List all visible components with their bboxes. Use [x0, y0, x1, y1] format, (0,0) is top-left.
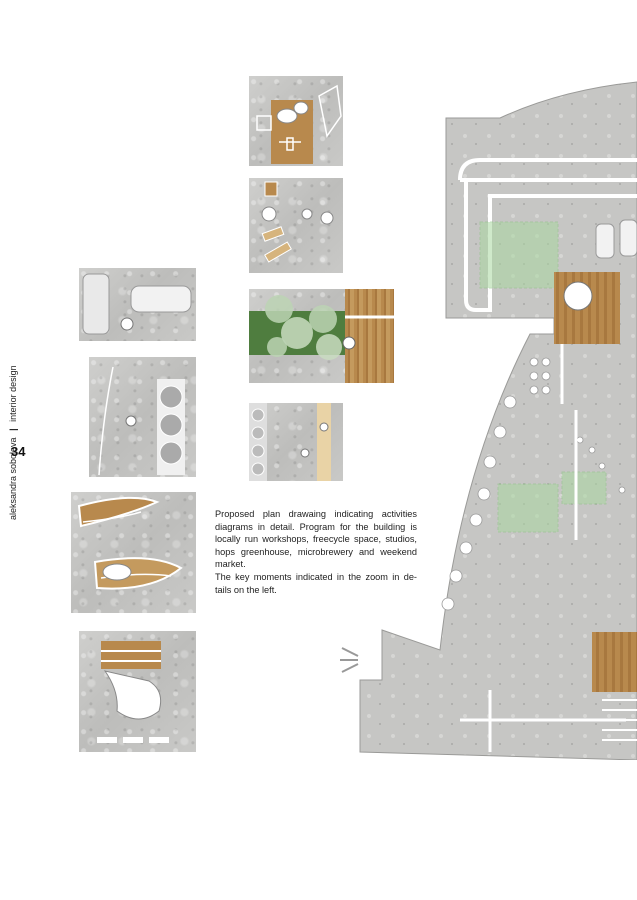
- detail-tile-seating: [249, 178, 343, 273]
- plan-description: Proposed plan drawaing indicating activi…: [215, 508, 417, 596]
- sidebar-credits: aleksandra soboleva | interior design: [8, 365, 18, 520]
- separator: |: [8, 428, 18, 431]
- detail-tile-parking: [79, 268, 196, 341]
- parking-illustration: [82, 273, 192, 335]
- description-paragraph-1: Proposed plan drawaing indicating activi…: [215, 509, 417, 570]
- market-path-illustration: [249, 403, 331, 481]
- detail-tile-greenhouse: [249, 289, 394, 383]
- page-number: 34: [11, 444, 26, 459]
- trees-illustration: [265, 295, 394, 360]
- brewery-tanks-illustration: [98, 366, 185, 476]
- lounge-illustration: [97, 641, 169, 743]
- freecycle-illustration: [77, 496, 183, 590]
- floor-plan-drawing: [340, 81, 637, 760]
- detail-tile-lounge: [79, 631, 196, 752]
- detail-tile-brewery-tanks: [89, 357, 196, 477]
- detail-tile-market-path: [249, 403, 343, 481]
- workshop-table-illustration: [256, 84, 342, 164]
- seating-illustration: [261, 181, 334, 263]
- description-paragraph-2: The key moments indicated in the zoom in…: [215, 571, 417, 595]
- detail-tile-workshop-table: [249, 76, 343, 166]
- floor-plan: [340, 70, 637, 760]
- section-title: interior design: [8, 365, 18, 422]
- detail-tile-freecycle: [71, 492, 196, 613]
